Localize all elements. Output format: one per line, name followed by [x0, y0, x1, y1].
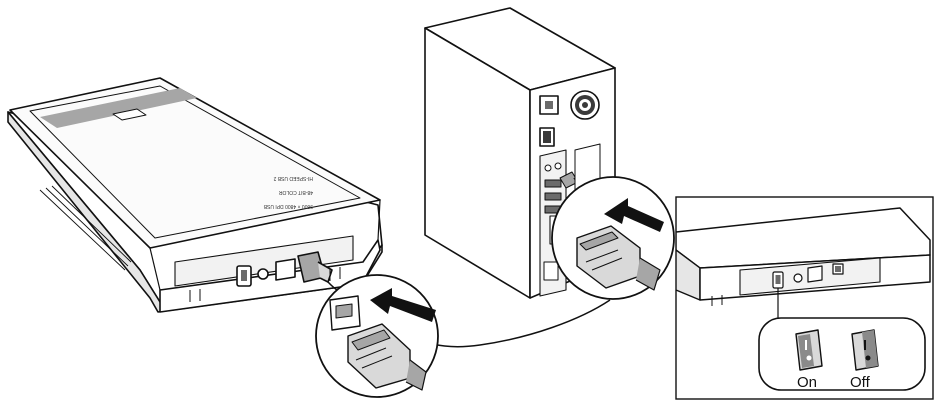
- switch-on-label: On: [797, 374, 817, 391]
- switch-states-callout: [758, 317, 926, 391]
- scanner-label-line-1: 9600 × 4800 DPI USB: [263, 203, 313, 209]
- scanner-label-line-2: 48-BIT COLOR: [279, 189, 313, 195]
- switch-off-label: Off: [850, 374, 871, 391]
- scanner: [7, 77, 383, 313]
- insert-arrow-icon: [604, 198, 664, 232]
- power-switch-inset: On Off: [675, 196, 934, 400]
- zoom-callout-computer-port: [551, 176, 675, 300]
- scanner-label-line-3: HI-SPEED USB 2: [273, 175, 313, 181]
- switch-off-icon: [851, 329, 879, 371]
- insert-arrow-icon: [370, 288, 436, 322]
- zoom-callout-scanner-port: [315, 274, 439, 398]
- switch-on-icon: [795, 329, 823, 371]
- scanner-lid-label: 9600 × 4800 DPI USB 48-BIT COLOR HI-SPEE…: [263, 175, 313, 209]
